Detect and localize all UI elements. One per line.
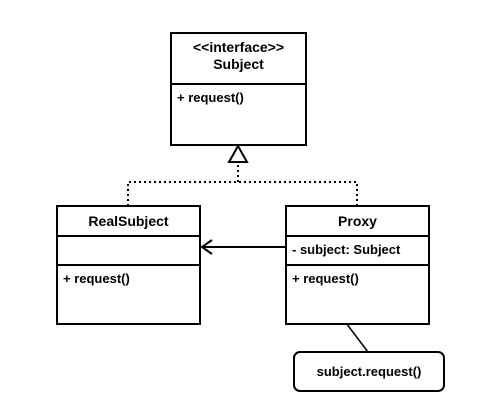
subject-methods: + request() [172,83,305,144]
realization-arrowhead [227,143,249,163]
class-name: RealSubject [88,213,169,229]
note-text: subject.request() [316,364,422,379]
class-name: Proxy [338,213,377,229]
method-item: + request() [292,271,359,286]
realization-line-realsubject [127,181,238,206]
realsubject-fields [58,235,199,264]
association-arrowhead [200,239,213,255]
proxy-header: Proxy [287,213,428,233]
realsubject-header: RealSubject [58,213,199,233]
realsubject-class[interactable]: RealSubject + request() [56,205,201,325]
proxy-class[interactable]: Proxy - subject: Subject + request() [285,205,430,325]
proxy-methods: + request() [287,264,428,323]
method-item: + request() [177,90,244,105]
subject-interface-class[interactable]: <<interface>> Subject + request() [170,32,307,146]
implementation-note[interactable]: subject.request() [293,351,445,392]
realization-line-proxy [238,181,358,206]
stereotype-label: <<interface>> [192,39,285,55]
method-item: + request() [63,271,130,286]
subject-header: <<interface>> Subject [172,39,305,77]
class-name: Subject [213,56,264,72]
realsubject-methods: + request() [58,264,199,323]
field-item: - subject: Subject [292,242,401,257]
proxy-fields: - subject: Subject [287,235,428,264]
